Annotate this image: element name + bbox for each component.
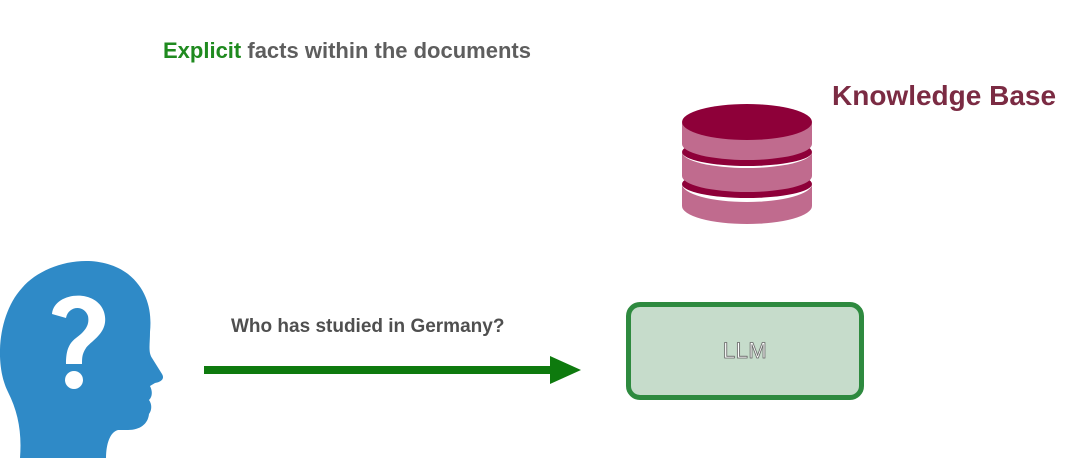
arrow-to-llm <box>204 356 581 384</box>
person-question-icon <box>0 261 164 458</box>
llm-label: LLM <box>722 338 768 364</box>
page-title: Explicit facts within the documents <box>163 38 531 64</box>
llm-box: LLM <box>626 302 864 400</box>
knowledge-base-label: Knowledge Base <box>832 80 1057 111</box>
title-rest: facts within the documents <box>247 38 531 63</box>
query-text: Who has studied in Germany? <box>231 316 505 337</box>
title-emphasis: Explicit <box>163 38 242 63</box>
database-icon <box>682 104 812 224</box>
